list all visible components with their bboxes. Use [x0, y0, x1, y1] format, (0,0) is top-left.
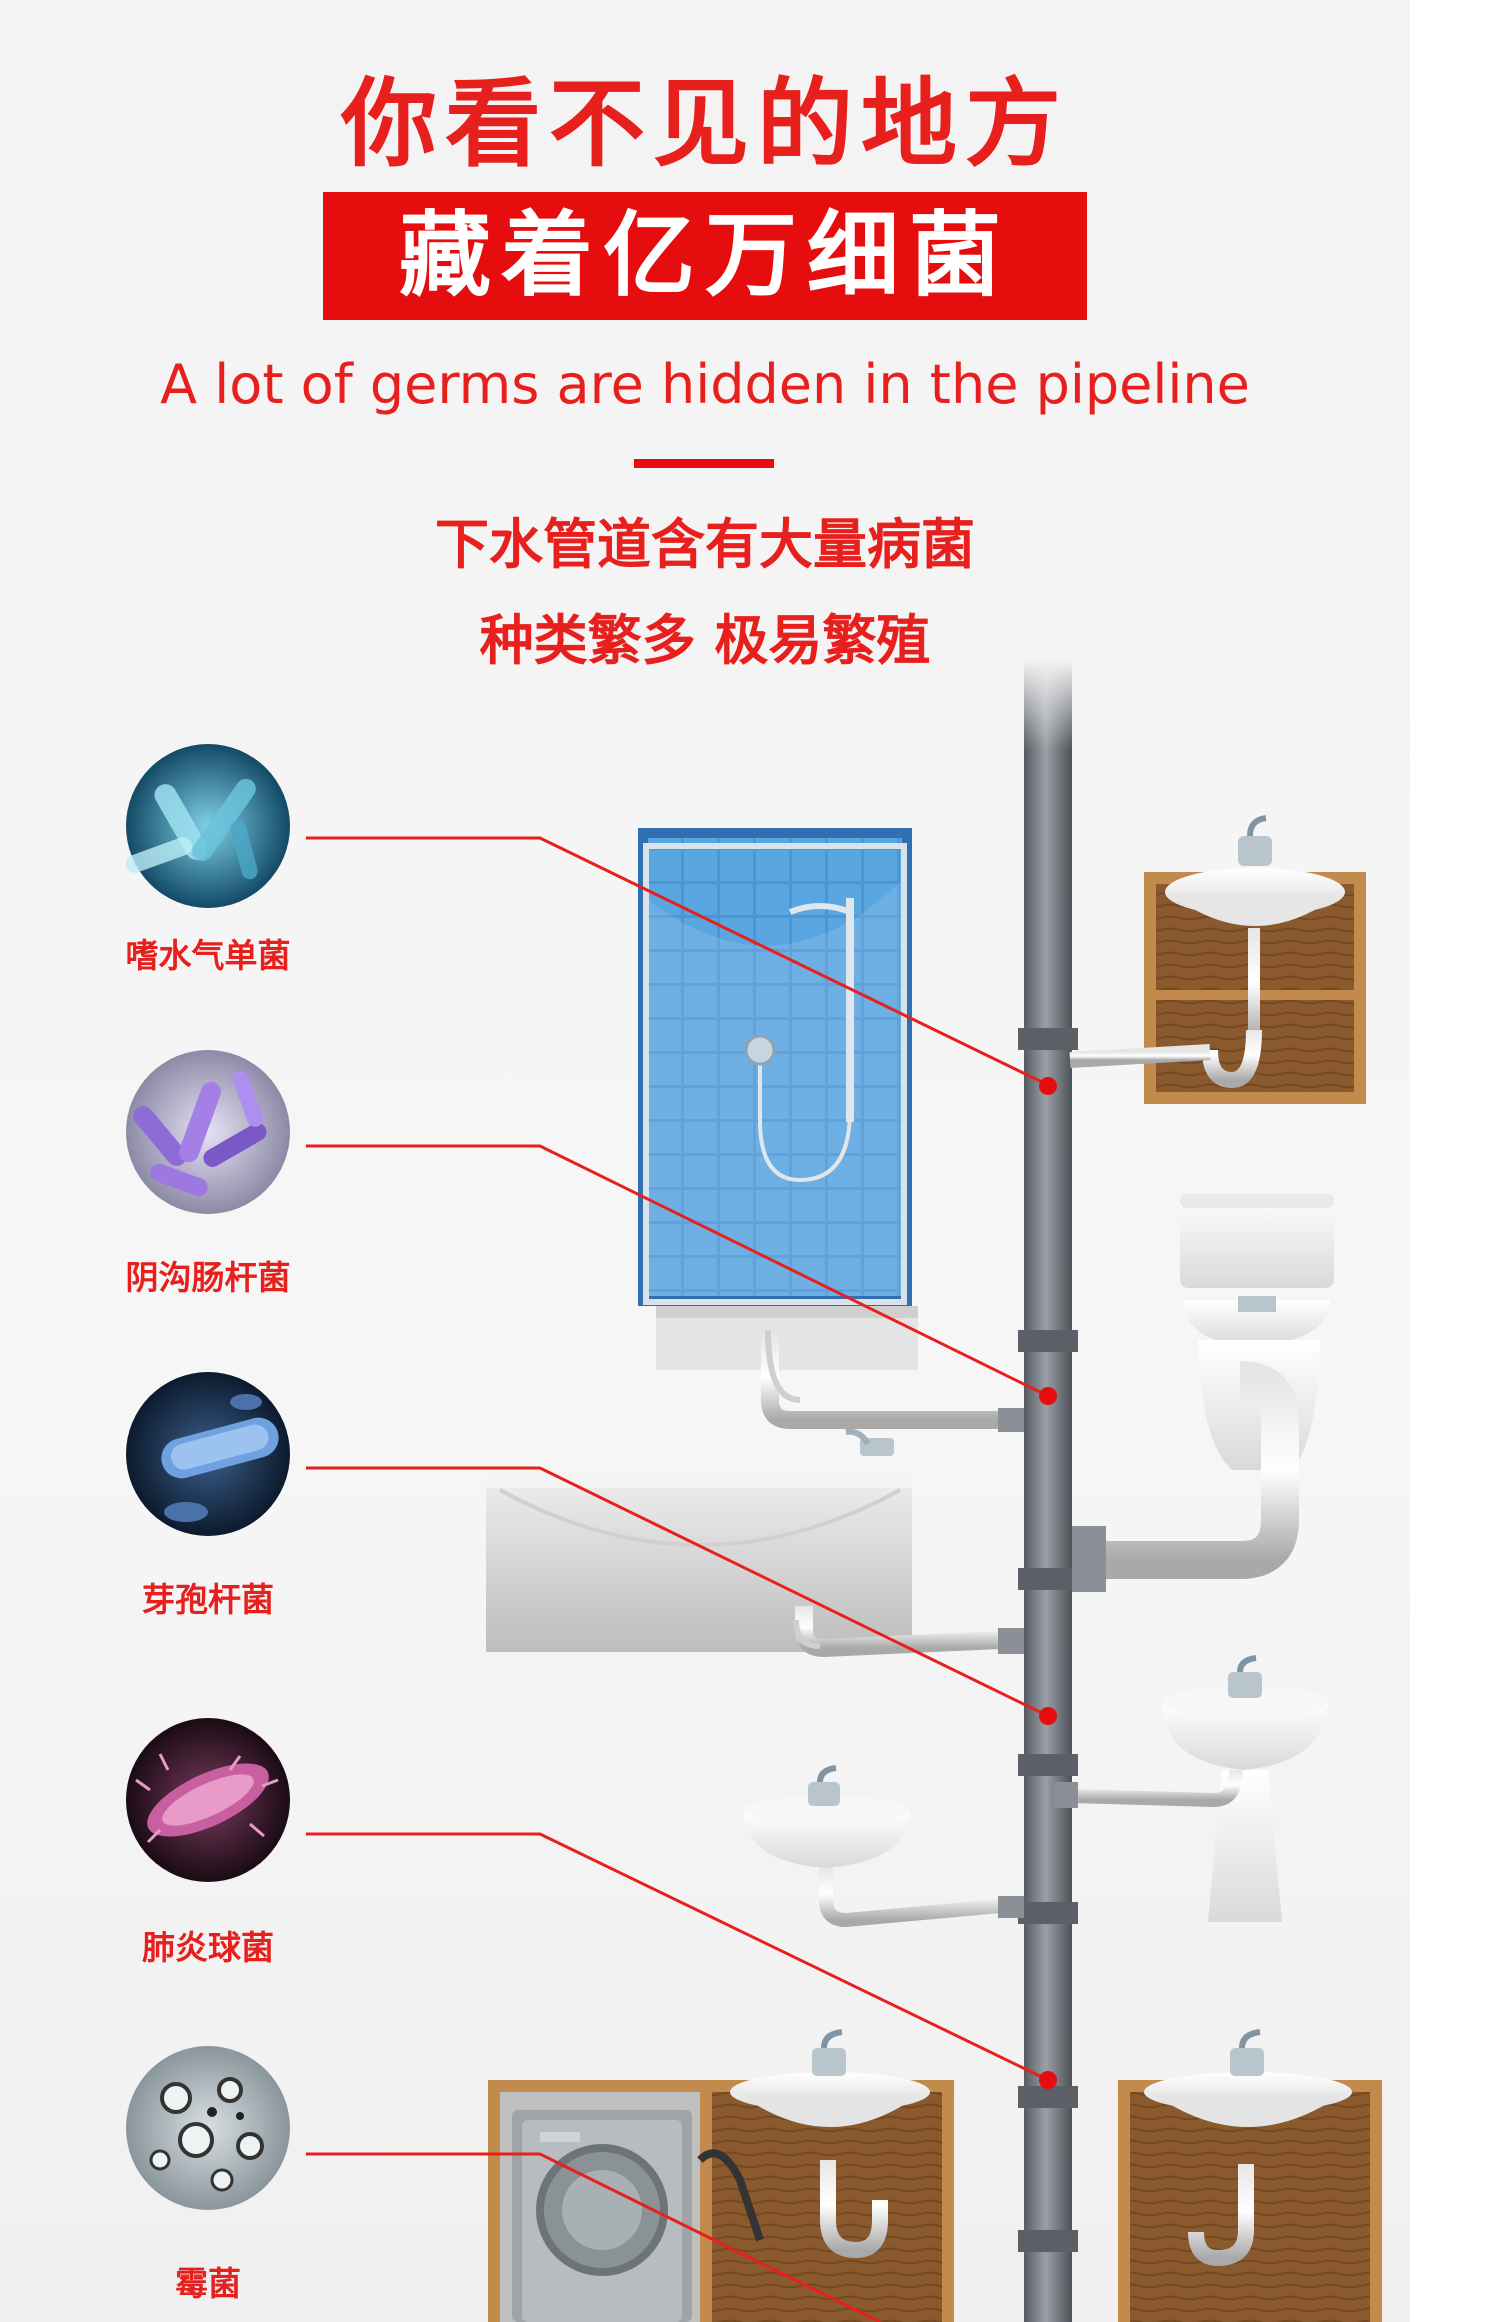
bacillus-single-icon: [126, 1372, 290, 1536]
callout-dot-3: [1039, 1707, 1057, 1725]
description-line-1: 下水管道含有大量病菌: [435, 513, 975, 576]
toilet-icon: [1072, 1194, 1334, 1592]
germ-label-1: 嗜水气单菌: [125, 936, 291, 975]
wall-sink-icon: [744, 1765, 1024, 1928]
callout-dot-2: [1039, 1387, 1057, 1405]
germ-label-4: 肺炎球菌: [142, 1928, 274, 1967]
rod-bacteria-blue-icon: [125, 744, 290, 908]
main-drain-pipe: [1018, 660, 1078, 2322]
kitchen-sink-cabinet-right-icon: [1074, 2029, 1382, 2322]
callout-line-4: [306, 1832, 1049, 2082]
callout-dot-4: [1039, 2071, 1057, 2089]
germ-label-3: 芽孢杆菌: [142, 1580, 274, 1619]
shower-stall-icon: [638, 828, 1024, 1432]
rod-bacteria-purple-icon: [126, 1050, 290, 1214]
bathtub-icon: [486, 1428, 1024, 1658]
page-title: 你看不见的地方: [341, 68, 1069, 180]
banner-title: 藏着亿万细菌: [398, 202, 1011, 309]
germ-label-5: 霉菌: [175, 2264, 241, 2303]
callout-line-1: [306, 836, 1047, 1086]
germ-label-2: 阴沟肠杆菌: [125, 1258, 291, 1297]
callout-line-3: [306, 1466, 1049, 1718]
pedestal-sink-icon: [1054, 1655, 1328, 1922]
callout-dots: [1039, 1077, 1057, 2089]
mold-spores-icon: [126, 2046, 290, 2210]
callout-line-2: [306, 1144, 1049, 1398]
callout-dot-1: [1039, 1077, 1057, 1095]
washbasin-cabinet-icon: [1069, 815, 1366, 1104]
title-divider: [634, 459, 774, 468]
pneumococcus-icon: [126, 1718, 290, 1882]
description-line-2: 种类繁多 极易繁殖: [479, 609, 931, 672]
callout-line-5: [306, 2152, 881, 2322]
callout-lines: [306, 836, 1049, 2322]
title-banner: 藏着亿万细菌: [323, 192, 1087, 320]
english-subtitle: A lot of germs are hidden in the pipelin…: [160, 353, 1250, 416]
